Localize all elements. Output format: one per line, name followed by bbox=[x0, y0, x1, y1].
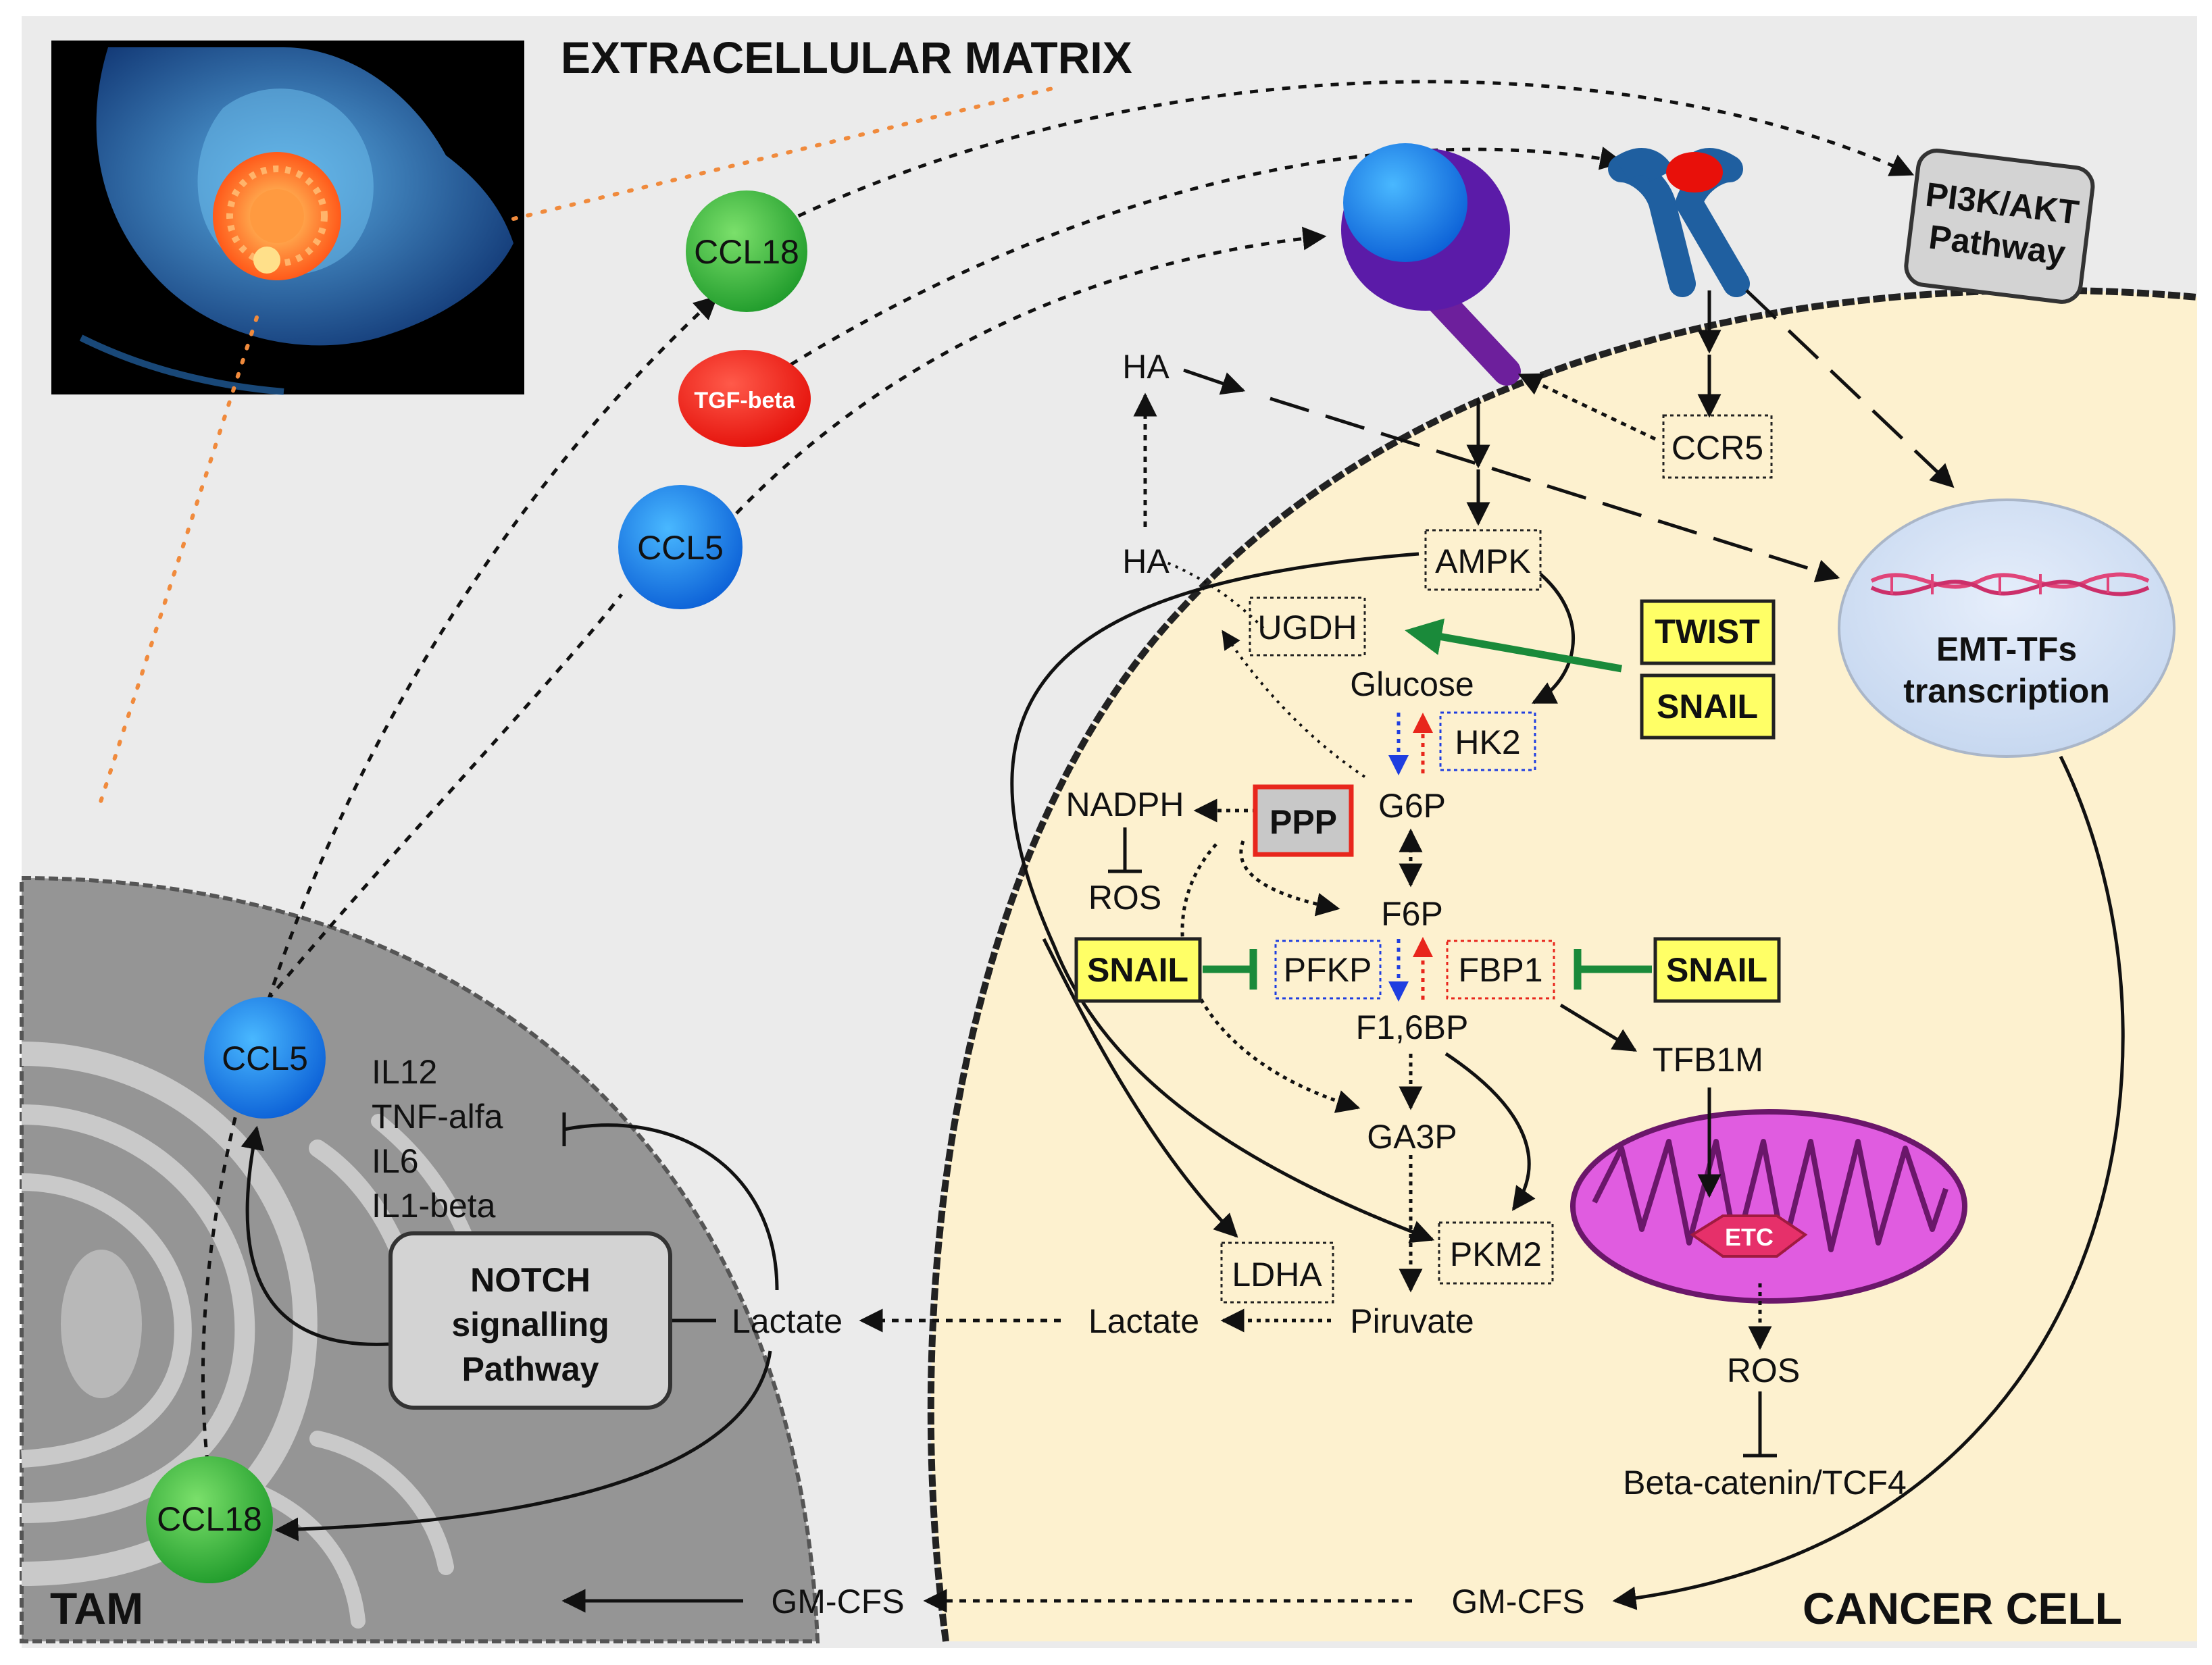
fbp1-label: FBP1 bbox=[1458, 951, 1542, 989]
etc-label: ETC bbox=[1725, 1223, 1774, 1251]
tgf-beta-label: TGF-beta bbox=[694, 388, 795, 413]
region-cancer-cell-label: CANCER CELL bbox=[1803, 1583, 2122, 1633]
notch-label-2: signalling bbox=[451, 1306, 609, 1343]
glucose-label: Glucose bbox=[1350, 665, 1474, 703]
piruvate-label: Piruvate bbox=[1350, 1302, 1474, 1340]
lactate-cancer-label: Lactate bbox=[1088, 1302, 1199, 1340]
snail-top-label: SNAIL bbox=[1657, 688, 1758, 725]
ugdh-label: UGDH bbox=[1257, 609, 1357, 646]
ccr5-receptor-icon bbox=[1608, 148, 1750, 297]
pkm2-label: PKM2 bbox=[1450, 1235, 1542, 1273]
ppp-box bbox=[1253, 784, 1354, 857]
cd44-receptor-icon bbox=[1341, 143, 1521, 386]
tfb1m-label: TFB1M bbox=[1653, 1041, 1763, 1079]
gm-cfs-tam-label: GM-CFS bbox=[771, 1583, 904, 1620]
region-extracellular-label: EXTRACELLULAR MATRIX bbox=[561, 32, 1132, 82]
tnf-alfa-label: TNF-alfa bbox=[372, 1098, 503, 1135]
region-tam-label: TAM bbox=[50, 1583, 143, 1633]
notch-box bbox=[388, 1231, 672, 1410]
tgf-beta-circle: TGF-beta bbox=[678, 350, 811, 447]
twist-label: TWIST bbox=[1655, 613, 1760, 650]
zoom-line-top bbox=[511, 84, 1063, 221]
dotted-boxes bbox=[1220, 414, 1773, 1304]
breast-tumor-illustration bbox=[51, 41, 524, 395]
notch-label-3: Pathway bbox=[462, 1350, 599, 1388]
ccl5-mid-label: CCL5 bbox=[637, 529, 724, 567]
snail-left-label: SNAIL bbox=[1087, 951, 1188, 989]
zoom-line-left bbox=[98, 315, 259, 806]
ccl5-mid-circle: CCL5 bbox=[618, 485, 743, 609]
ccl18-top-label: CCL18 bbox=[694, 233, 799, 271]
f16bp-label: F1,6BP bbox=[1356, 1008, 1469, 1046]
snail-right-label: SNAIL bbox=[1666, 951, 1767, 989]
notch-label-1: NOTCH bbox=[470, 1261, 590, 1299]
emt-tfs-label-1: EMT-TFs bbox=[1936, 630, 2077, 668]
ccr5-label: CCR5 bbox=[1671, 429, 1763, 467]
secreted-signal-arrows bbox=[201, 80, 1915, 1480]
ccl5-tam-circle: CCL5 bbox=[204, 997, 326, 1119]
beta-catenin-label: Beta-catenin/TCF4 bbox=[1623, 1464, 1907, 1502]
dna-helix-icon bbox=[1870, 572, 2150, 596]
g6p-label: G6P bbox=[1378, 787, 1446, 825]
emt-tfs-label-2: transcription bbox=[1903, 672, 2110, 710]
ccl18-tam-circle: CCL18 bbox=[146, 1456, 273, 1583]
ga3p-label: GA3P bbox=[1367, 1118, 1457, 1156]
il6-label: IL6 bbox=[372, 1142, 419, 1180]
pathway-arrows bbox=[241, 289, 2125, 1613]
yellow-tf-boxes bbox=[1074, 599, 1781, 1003]
ha-top-label: HA bbox=[1122, 348, 1170, 386]
f6p-label: F6P bbox=[1381, 895, 1443, 933]
ccl18-top-circle: CCL18 bbox=[686, 190, 807, 312]
ldha-label: LDHA bbox=[1232, 1256, 1322, 1293]
pi3k-akt-box: PI3K/AKT Pathway bbox=[1904, 149, 2095, 304]
ros-right-label: ROS bbox=[1727, 1352, 1800, 1389]
hk2-label: HK2 bbox=[1455, 723, 1520, 761]
ampk-label: AMPK bbox=[1435, 542, 1531, 580]
gm-cfs-cancer-label: GM-CFS bbox=[1451, 1583, 1584, 1620]
il12-label: IL12 bbox=[372, 1053, 437, 1091]
mitochondrion-icon: ETC bbox=[1570, 1109, 1967, 1304]
lactate-tam-label: Lactate bbox=[732, 1302, 843, 1340]
ccl18-tam-label: CCL18 bbox=[157, 1500, 262, 1538]
green-regulation-arrows bbox=[1203, 618, 1652, 990]
il1-beta-label: IL1-beta bbox=[372, 1187, 496, 1225]
pathway-labels: HA HA CCR5 AMPK UGDH Glucose HK2 TWIST S… bbox=[372, 348, 1907, 1620]
ccl5-tam-label: CCL5 bbox=[222, 1040, 308, 1077]
emt-tfs-ellipse: EMT-TFs transcription bbox=[1838, 498, 2176, 758]
ros-left-label: ROS bbox=[1088, 879, 1161, 917]
pfkp-label: PFKP bbox=[1284, 951, 1372, 989]
nadph-label: NADPH bbox=[1065, 786, 1184, 823]
ppp-label: PPP bbox=[1270, 803, 1337, 841]
ha-mid-label: HA bbox=[1122, 542, 1170, 580]
